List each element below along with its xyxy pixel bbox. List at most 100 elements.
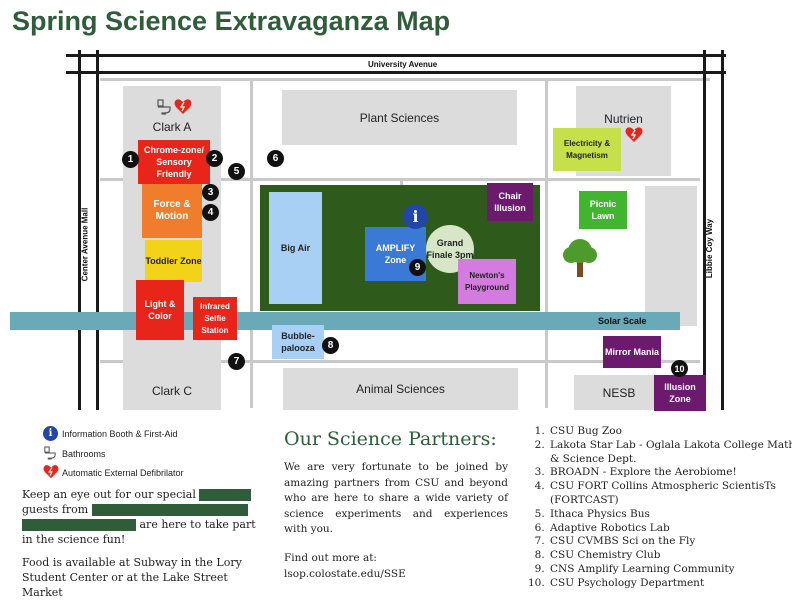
electricity-magnetism-label: Electricity & Magnetism: [563, 138, 611, 160]
clark-a-label: Clark A: [152, 120, 192, 134]
solar-scale-path: [10, 312, 680, 330]
chrome-zone: Chrome-zone/ Sensory Friendly: [138, 140, 210, 184]
big-air-label: Big Air: [280, 243, 311, 253]
bubble-palooza-zone: Bubble-palooza: [272, 325, 324, 359]
map: University Avenue Center Avenue Mall Lib…: [10, 50, 726, 411]
tree-icon: [562, 235, 598, 279]
university-avenue-label: University Avenue: [368, 60, 438, 69]
path: [100, 178, 700, 181]
redaction-bar: [199, 489, 252, 501]
newtons-playground-label: Newton's Playground: [464, 270, 509, 292]
clark-a-building: Clark A: [123, 86, 221, 146]
libbie-coy-label: Libbie Coy Way: [705, 218, 715, 279]
picnic-lawn-label: Picnic Lawn: [589, 199, 617, 221]
marker-7: 7: [228, 353, 245, 370]
clark-c-building: Clark C: [123, 346, 221, 410]
food-note: Food is available at Subway in the Lory …: [22, 556, 242, 599]
plant-sciences-label: Plant Sciences: [359, 110, 440, 125]
marker-2: 2: [206, 150, 223, 167]
university-avenue-road: [66, 71, 726, 74]
chrome-zone-label: Chrome-zone/ Sensory Friendly: [143, 145, 204, 179]
special-note-line-d: in the science fun!: [22, 533, 126, 546]
partners-heading: Our Science Partners:: [284, 428, 497, 450]
path: [545, 78, 548, 408]
partner-item: CSU Bug Zoo: [548, 425, 792, 439]
partners-more: Find out more at:: [284, 552, 377, 564]
light-color-zone: Light & Color: [136, 280, 184, 340]
partner-item: BROADN - Explore the Aerobiome!: [548, 466, 792, 480]
aed-heart-icon: [625, 126, 643, 143]
partner-item: CSU Psychology Department: [548, 577, 792, 591]
aed-heart-icon: [174, 98, 192, 115]
partner-item: CNS Amplify Learning Community: [548, 563, 792, 577]
nesb-building: NESB: [574, 375, 664, 410]
force-motion-zone: Force & Motion: [142, 184, 202, 238]
marker-10: 10: [671, 360, 688, 377]
grand-finale-label: Grand Finale 3pm: [426, 238, 474, 260]
libbie-coy-road: [703, 50, 706, 410]
partners-body: We are very fortunate to be joined by am…: [284, 461, 508, 535]
bathroom-icon: [157, 99, 171, 115]
illusion-zone-label: Illusion Zone: [664, 382, 696, 404]
path: [100, 78, 710, 81]
chair-illusion-label: Chair Illusion: [494, 191, 526, 213]
mirror-mania-zone: Mirror Mania: [603, 336, 661, 368]
partners-url[interactable]: lsop.colostate.edu/SSE: [284, 568, 406, 580]
legend-bathrooms-label: Bathrooms: [62, 449, 106, 459]
picnic-lawn-zone: Picnic Lawn: [579, 191, 627, 229]
legend-info-label: Information Booth & First-Aid: [62, 429, 178, 439]
special-note-line-a: Keep an eye out for our special: [22, 488, 196, 501]
bathroom-legend-icon: [44, 446, 56, 460]
partner-item: CSU FORT Collins Atmospheric ScientisTs …: [548, 480, 792, 508]
animal-sciences-label: Animal Sciences: [356, 382, 445, 396]
path: [250, 78, 253, 408]
university-avenue-road: [66, 54, 726, 57]
partner-item: CSU Chemistry Club: [548, 549, 792, 563]
solar-scale-label: Solar Scale: [598, 316, 647, 326]
marker-4: 4: [202, 204, 219, 221]
center-avenue-label: Center Avenue Mall: [80, 207, 90, 282]
partner-item: Lakota Star Lab - Oglala Lakota College …: [548, 439, 792, 467]
libbie-coy-road: [721, 50, 724, 410]
partner-item: Adaptive Robotics Lab: [548, 522, 792, 536]
center-avenue-road: [96, 50, 99, 410]
center-avenue-road: [78, 50, 81, 410]
info-icon: i: [403, 204, 428, 229]
newtons-playground-zone: Newton's Playground: [458, 259, 516, 304]
marker-6: 6: [267, 150, 284, 167]
map-title: Spring Science Extravaganza Map: [12, 6, 451, 36]
legend-aed-label: Automatic External Defibrilator: [62, 468, 184, 478]
special-guests-note: Keep an eye out for our special guests f…: [22, 487, 262, 547]
electricity-magnetism-zone: Electricity & Magnetism: [553, 128, 621, 171]
chair-illusion-zone: Chair Illusion: [487, 183, 533, 221]
toddler-zone: Toddler Zone: [145, 240, 202, 282]
marker-3: 3: [202, 184, 219, 201]
redaction-bar: [22, 519, 136, 531]
clark-c-label: Clark C: [151, 384, 192, 398]
marker-8: 8: [322, 337, 339, 354]
aed-legend-icon: [43, 464, 59, 479]
partner-item: CSU CVMBS Sci on the Fly: [548, 535, 792, 549]
partner-item: Ithaca Physics Bus: [548, 508, 792, 522]
mirror-mania-label: Mirror Mania: [604, 347, 659, 357]
infrared-selfie-label: Infrared Selfie Station: [200, 301, 230, 335]
info-legend-icon: i: [43, 426, 58, 441]
plant-sciences-building: Plant Sciences: [282, 90, 517, 145]
illusion-zone: Illusion Zone: [654, 375, 706, 411]
nutrien-label: Nutrien: [604, 112, 643, 126]
partners-list: CSU Bug Zoo Lakota Star Lab - Oglala Lak…: [530, 425, 792, 591]
marker-5: 5: [228, 163, 245, 180]
big-air-zone: Big Air: [269, 192, 322, 304]
nesb-label: NESB: [602, 385, 636, 400]
marker-9: 9: [409, 259, 426, 276]
bubble-palooza-label: Bubble-palooza: [281, 331, 315, 353]
force-motion-label: Force & Motion: [153, 199, 191, 222]
marker-1: 1: [122, 151, 139, 168]
redaction-bar: [91, 504, 248, 516]
amplify-zone-label: AMPLIFY Zone: [375, 243, 416, 265]
special-note-line-c: are here to take part: [139, 518, 256, 531]
infrared-selfie-zone: Infrared Selfie Station: [193, 297, 237, 340]
east-building: [645, 186, 697, 326]
light-color-label: Light & Color: [144, 299, 176, 321]
special-note-line-b: guests from: [22, 503, 89, 516]
